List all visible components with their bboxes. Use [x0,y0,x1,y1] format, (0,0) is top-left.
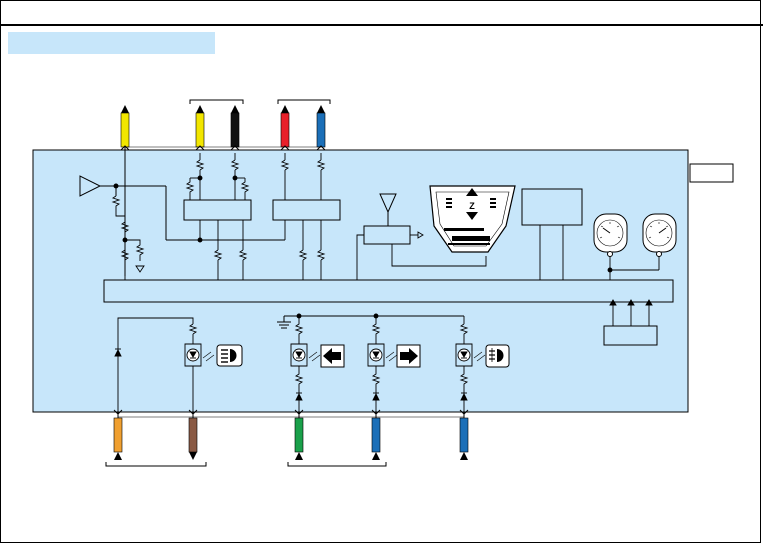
buzzer-driver-box [363,225,411,245]
bottom-wire-blue-2 [459,412,469,460]
input-resistors-right-pair [280,153,326,200]
signal-processor-box-1 [183,199,252,221]
bottom-brace-left [105,462,207,467]
lamp-control-arrows [609,299,653,326]
top-wire-blue [316,105,326,148]
light-rays-1 [202,351,215,362]
bottom-brace-right [287,462,387,467]
box-to-bus-lines [124,220,326,280]
resistor-chain-left [111,195,145,273]
gauge-driver-box [521,188,583,226]
bottom-wire-blue-1 [371,412,381,460]
top-connector-marks [120,145,326,151]
bottom-wire-orange [113,412,123,460]
lamp-circuit-left-turn [290,313,308,412]
signal-processor-box-2 [272,199,341,221]
lamp-circuit-right-turn [367,313,385,412]
lower-left-circuit [114,317,202,412]
svg-text:Z: Z [469,201,475,211]
speedometer [593,213,628,257]
buzzer-driver-lines [356,231,487,280]
light-rays-3 [385,351,398,362]
top-wire-yellow-2 [195,105,205,148]
input-resistors-left-pair [185,153,250,200]
top-wire-red [280,105,290,148]
top-brace-right [277,99,331,104]
tachometer [642,213,677,257]
speaker-triangle [79,153,200,276]
turn-right-arrow-icon [396,344,421,368]
turn-left-arrow-icon [320,344,345,368]
gauge-link-lines [607,256,660,280]
headlamp-high-beam-icon [216,344,243,367]
main-data-bus [103,279,674,303]
header-rule [0,24,763,26]
top-brace-left [189,99,244,104]
antenna-icon [379,193,397,226]
light-rays-4 [473,351,486,362]
bottom-wire-green [294,412,304,460]
light-rays-2 [308,351,321,362]
gauge-cluster-display: Z [429,185,516,253]
connector-label-box [689,163,734,183]
gauge-driver-lines [539,225,564,280]
bottom-wire-brown [188,412,198,460]
lamp-circuit-fog [455,316,473,412]
section-title-box [8,32,215,54]
top-wire-black [230,105,240,148]
fog-lamp-icon [485,344,510,368]
lamp-control-box [603,325,658,346]
